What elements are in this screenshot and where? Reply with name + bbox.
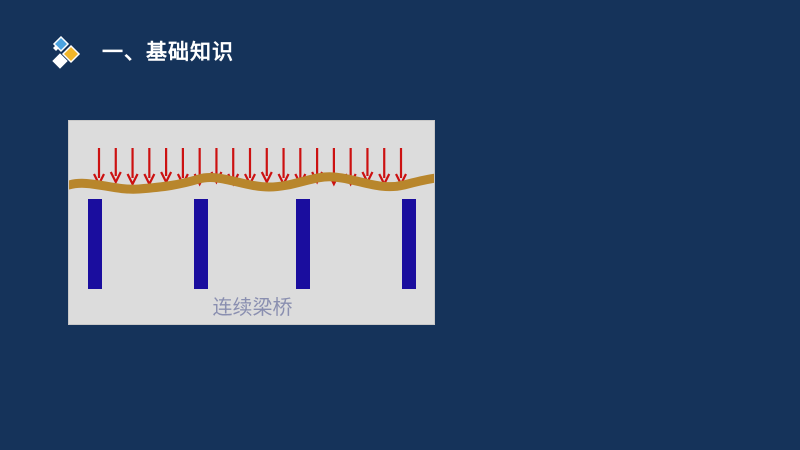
load-arrow	[395, 148, 407, 187]
pier-2	[194, 199, 208, 289]
page-title: 一、基础知识	[102, 40, 234, 64]
pier-1	[88, 199, 102, 289]
load-arrow	[260, 148, 273, 185]
diagram-caption: 连续梁桥	[212, 295, 293, 319]
load-arrow	[378, 148, 391, 187]
pier-3	[296, 199, 310, 289]
bridge-diagram-drawing	[69, 148, 434, 289]
load-arrow	[93, 148, 105, 187]
load-arrow	[361, 148, 374, 185]
diamond-cluster-icon	[52, 36, 81, 69]
load-arrow	[244, 148, 256, 187]
pier-4	[402, 199, 416, 289]
deformed-beam	[69, 172, 434, 194]
load-arrow	[143, 148, 156, 187]
load-arrow	[109, 148, 122, 185]
load-arrow	[160, 148, 173, 185]
load-arrow	[277, 148, 290, 187]
load-arrow	[126, 148, 139, 187]
bridge-diagram: 连续梁桥	[68, 120, 435, 325]
